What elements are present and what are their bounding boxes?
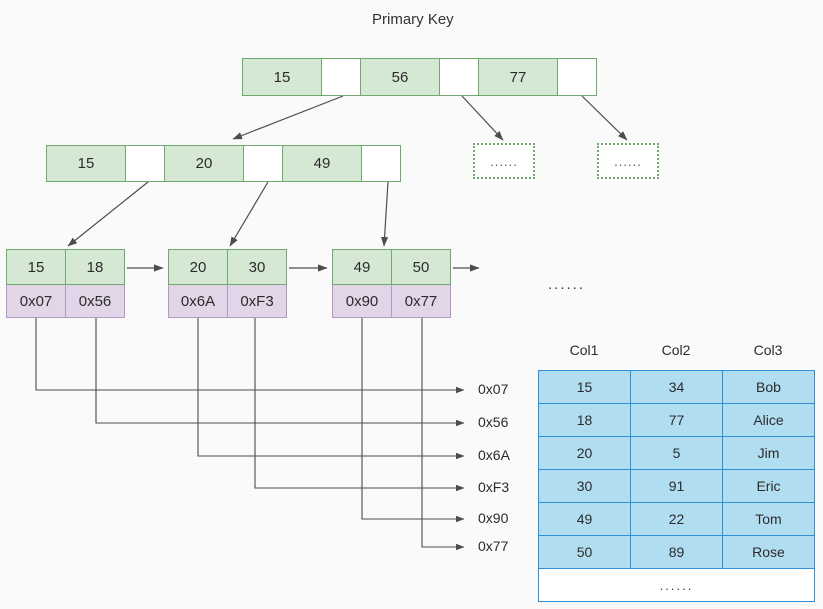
leaf-1-key-row: 15 18	[6, 249, 126, 285]
edge-internal-to-leaf-2	[229, 181, 269, 247]
address-label-1: 0x56	[478, 414, 509, 430]
leaf-3-address-row: 0x90 0x77	[332, 285, 452, 318]
table-header-col3: Col3	[753, 342, 783, 358]
root-key-cell-0[interactable]: 15	[242, 58, 322, 96]
root-pointer-cell-1[interactable]	[439, 58, 479, 96]
btree-internal-node: 15 20 49	[46, 145, 406, 182]
table-cell-r4c0: 49	[538, 502, 631, 536]
btree-root-node: 15 56 77	[242, 58, 602, 96]
leaf-2-key-cell-1[interactable]: 30	[227, 249, 287, 285]
address-label-5: 0x77	[478, 538, 509, 554]
edge-addr-0x6A	[197, 318, 465, 460]
placeholder-node-2[interactable]: ......	[597, 143, 659, 179]
table-cell-r2c0: 20	[538, 436, 631, 470]
leaf-2-key-cell-0[interactable]: 20	[168, 249, 228, 285]
edge-addr-0x07	[35, 318, 465, 394]
edge-root-to-placeholder-2	[581, 95, 628, 141]
edge-addr-0x56	[95, 318, 465, 427]
edge-internal-to-leaf-3	[380, 181, 389, 247]
diagram-title: Primary Key	[372, 11, 454, 28]
table-cell-r2c2: Jim	[722, 436, 815, 470]
table-row[interactable]: 18 77 Alice	[538, 403, 815, 437]
table-cell-r0c2: Bob	[722, 370, 815, 404]
leaf-1-address-cell-0[interactable]: 0x07	[6, 285, 66, 318]
leaf-1-address-cell-1[interactable]: 0x56	[65, 285, 125, 318]
btree-leaf-node-1: 15 18 0x07 0x56	[6, 249, 126, 318]
table-cell-r0c0: 15	[538, 370, 631, 404]
btree-leaf-node-2: 20 30 0x6A 0xF3	[168, 249, 288, 318]
edge-root-to-internal	[232, 95, 344, 140]
leaf-2-address-cell-0[interactable]: 0x6A	[168, 285, 228, 318]
root-pointer-cell-0[interactable]	[321, 58, 361, 96]
address-label-2: 0x6A	[478, 447, 510, 463]
leaf-3-address-cell-0[interactable]: 0x90	[332, 285, 392, 318]
edge-addr-0x77	[421, 318, 465, 551]
table-cell-r4c2: Tom	[722, 502, 815, 536]
table-cell-r2c1: 5	[630, 436, 723, 470]
edge-internal-to-leaf-1	[67, 181, 149, 247]
data-table: 15 34 Bob 18 77 Alice 20 5 Jim 30 91 Eri…	[538, 370, 815, 602]
leaf-1-key-cell-0[interactable]: 15	[6, 249, 66, 285]
table-row[interactable]: 30 91 Eric	[538, 469, 815, 503]
table-more-row[interactable]: ......	[538, 568, 815, 602]
edge-addr-0xF3	[254, 318, 465, 492]
table-cell-r3c1: 91	[630, 469, 723, 503]
leaf-2-address-row: 0x6A 0xF3	[168, 285, 288, 318]
table-cell-r1c0: 18	[538, 403, 631, 437]
internal-pointer-cell-1[interactable]	[243, 145, 283, 182]
leaf-3-key-row: 49 50	[332, 249, 452, 285]
internal-key-cell-0[interactable]: 15	[46, 145, 126, 182]
leaf-3-key-cell-1[interactable]: 50	[391, 249, 451, 285]
address-label-4: 0x90	[478, 510, 509, 526]
leaf-1-key-cell-1[interactable]: 18	[65, 249, 125, 285]
table-cell-r0c1: 34	[630, 370, 723, 404]
table-cell-r1c1: 77	[630, 403, 723, 437]
placeholder-node-1[interactable]: ......	[473, 143, 535, 179]
root-key-cell-2[interactable]: 77	[478, 58, 558, 96]
address-label-0: 0x07	[478, 381, 509, 397]
leaf-2-address-cell-1[interactable]: 0xF3	[227, 285, 287, 318]
table-row[interactable]: 20 5 Jim	[538, 436, 815, 470]
table-cell-r5c1: 89	[630, 535, 723, 569]
table-header-col1: Col1	[569, 342, 599, 358]
table-cell-r4c1: 22	[630, 502, 723, 536]
table-more-label: ......	[538, 568, 815, 602]
edge-root-to-placeholder-1	[461, 95, 504, 141]
table-cell-r5c2: Rose	[722, 535, 815, 569]
btree-leaf-node-3: 49 50 0x90 0x77	[332, 249, 452, 318]
internal-key-cell-1[interactable]: 20	[164, 145, 244, 182]
table-header-col2: Col2	[661, 342, 691, 358]
table-cell-r3c2: Eric	[722, 469, 815, 503]
internal-key-cell-2[interactable]: 49	[282, 145, 362, 182]
leaf-3-key-cell-0[interactable]: 49	[332, 249, 392, 285]
edge-addr-0x90	[361, 318, 465, 523]
leaf-1-address-row: 0x07 0x56	[6, 285, 126, 318]
table-row[interactable]: 15 34 Bob	[538, 370, 815, 404]
leaf-chain-ellipsis: ......	[548, 276, 586, 293]
internal-pointer-cell-2[interactable]	[361, 145, 401, 182]
internal-pointer-cell-0[interactable]	[125, 145, 165, 182]
table-cell-r5c0: 50	[538, 535, 631, 569]
table-cell-r3c0: 30	[538, 469, 631, 503]
table-row[interactable]: 50 89 Rose	[538, 535, 815, 569]
table-row[interactable]: 49 22 Tom	[538, 502, 815, 536]
root-pointer-cell-2[interactable]	[557, 58, 597, 96]
leaf-2-key-row: 20 30	[168, 249, 288, 285]
leaf-3-address-cell-1[interactable]: 0x77	[391, 285, 451, 318]
root-key-cell-1[interactable]: 56	[360, 58, 440, 96]
address-label-3: 0xF3	[478, 479, 510, 495]
table-cell-r1c2: Alice	[722, 403, 815, 437]
